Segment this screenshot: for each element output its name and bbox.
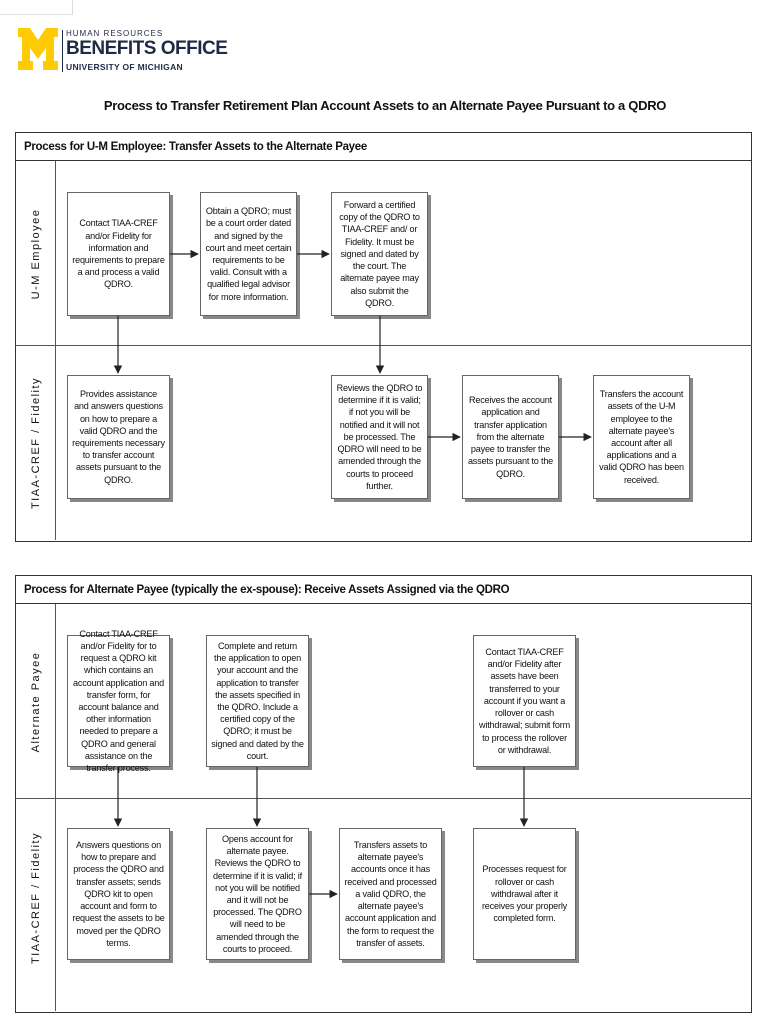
step-transfers-to-payee: Transfers assets to alternate payee's ac…: [339, 828, 442, 960]
lane-label-divider: [55, 161, 56, 540]
step-processes-rollover: Processes request for rollover or cash w…: [473, 828, 576, 960]
lane-divider: [15, 345, 752, 346]
step-receives-application: Receives the account application and tra…: [462, 375, 559, 499]
section-alternate-payee-process: Process for Alternate Payee (typically t…: [15, 575, 752, 1013]
section-alternate-payee-heading: Process for Alternate Payee (typically t…: [16, 576, 751, 604]
step-provides-assistance: Provides assistance and answers question…: [67, 375, 170, 499]
logo-benefits-office: BENEFITS OFFICE: [66, 38, 228, 59]
section-employee-process: Process for U-M Employee: Transfer Asset…: [15, 132, 752, 542]
step-contact-tiaa: Contact TIAA-CREF and/or Fidelity for in…: [67, 192, 170, 316]
step-opens-account: Opens account for alternate payee. Revie…: [206, 828, 309, 960]
step-reviews-qdro: Reviews the QDRO to determine if it is v…: [331, 375, 428, 499]
step-transfers-assets: Transfers the account assets of the U-M …: [593, 375, 690, 499]
step-request-rollover: Contact TIAA-CREF and/or Fidelity after …: [473, 635, 576, 767]
step-request-qdro-kit: Contact TIAA-CREF and/or Fidelity for to…: [67, 629, 170, 773]
step-forward-qdro: Forward a certified copy of the QDRO to …: [331, 192, 428, 316]
step-obtain-qdro: Obtain a QDRO; must be a court order dat…: [200, 192, 297, 316]
logo-university: UNIVERSITY OF MICHIGAN: [66, 62, 183, 72]
page-title: Process to Transfer Retirement Plan Acco…: [103, 98, 667, 113]
step-answers-questions: Answers questions on how to prepare and …: [67, 828, 170, 960]
page-corner-mark: [0, 0, 73, 15]
section-employee-heading: Process for U-M Employee: Transfer Asset…: [16, 133, 751, 161]
logo-human-resources: HUMAN RESOURCES: [66, 29, 164, 38]
lane-label-divider: [55, 604, 56, 1011]
lane-divider: [15, 798, 752, 799]
um-benefits-logo: HUMAN RESOURCES BENEFITS OFFICE UNIVERSI…: [18, 28, 228, 76]
block-m-icon: [18, 28, 58, 70]
step-complete-application: Complete and return the application to o…: [206, 635, 309, 767]
